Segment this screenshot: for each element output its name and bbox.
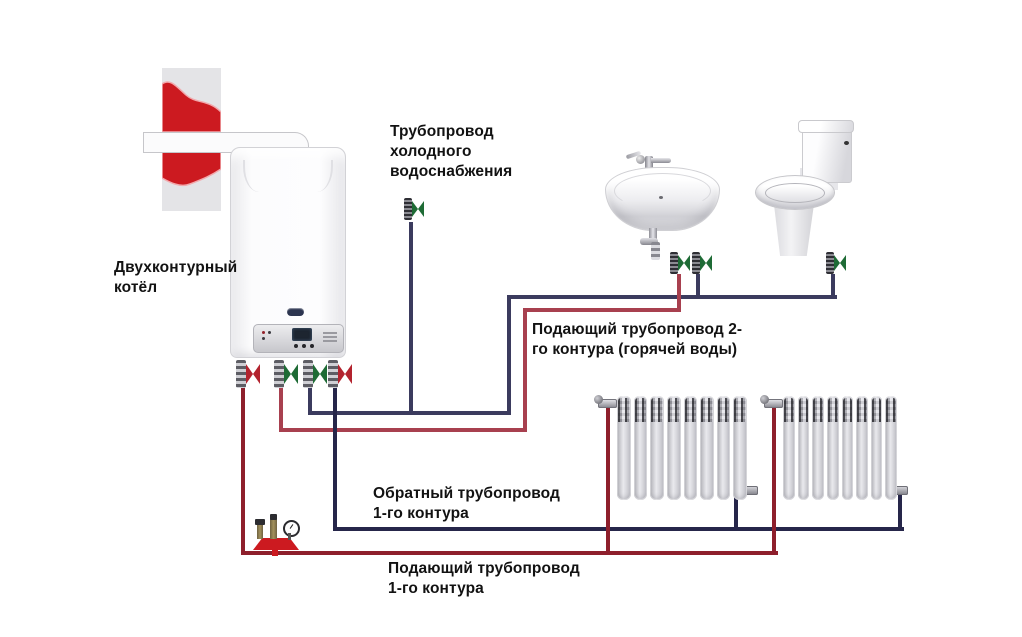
sink-basin <box>605 167 720 231</box>
pressure-gauge-icon <box>283 520 300 537</box>
pipe-return-horizontal <box>333 527 904 531</box>
valve-handle-icon <box>338 364 352 384</box>
radiator-outlet-fitting <box>741 486 758 495</box>
pipe-cold-inlet-vertical <box>409 222 413 413</box>
radiator-inlet-valve <box>760 395 783 408</box>
radiator-section <box>856 396 868 500</box>
toilet-tank-lid <box>798 120 854 133</box>
radiator-section <box>617 396 631 500</box>
pipe-cold-boiler-drop <box>308 384 312 413</box>
faucet-knob <box>636 155 645 164</box>
radiator-section <box>841 396 854 500</box>
valve-body <box>328 360 338 388</box>
valve-body <box>274 360 284 388</box>
boiler-led <box>262 331 265 334</box>
radiator-section <box>633 396 648 500</box>
radiator-section <box>885 396 897 500</box>
boiler-button <box>294 344 298 348</box>
radiator-section <box>650 396 664 500</box>
pipe-supply-radiator2-riser <box>772 404 776 555</box>
sink-trap <box>649 228 657 241</box>
pipe-cold-sink-stub <box>696 274 700 299</box>
air-vent-icon <box>270 514 277 539</box>
toilet-tank <box>802 129 852 183</box>
boiler-knob <box>268 331 271 334</box>
boiler-seam <box>243 160 263 192</box>
boiler-button <box>302 344 306 348</box>
boiler <box>230 147 346 358</box>
label-boiler: Двухконтурный котёл <box>114 259 238 297</box>
pipe-dhw-sink-stub <box>677 274 681 312</box>
pipe-cold-horizontal <box>308 411 511 415</box>
pipe-cold-toilet-stub <box>831 274 835 299</box>
boiler-knob <box>262 337 265 340</box>
valve-body <box>826 252 834 274</box>
pipe-dhw-riser <box>523 310 527 432</box>
valve-handle-icon <box>700 255 712 271</box>
label-dhw-supply-pipe: Подающий трубопровод 2- го контура (горя… <box>532 321 743 359</box>
valve-handle-icon <box>412 201 424 217</box>
radiator-section <box>683 396 698 500</box>
valve-handle-icon <box>678 255 690 271</box>
pipe-return-radiator2-stub <box>898 494 902 531</box>
pipe-dhw-horizontal-high <box>523 308 681 312</box>
sink-drain <box>659 196 663 199</box>
radiator-section <box>783 396 795 500</box>
valve-body <box>303 360 313 388</box>
radiator-1 <box>594 395 758 500</box>
label-heating-supply-pipe: Подающий трубопровод 1-го контура <box>388 560 580 598</box>
sink-trap <box>651 242 660 260</box>
boiler-control-panel <box>253 324 344 353</box>
valve-handle-icon <box>246 364 260 384</box>
boiler-logo <box>287 308 304 316</box>
valve-handle-icon <box>284 364 298 384</box>
radiator-section <box>733 396 747 500</box>
boiler-grill <box>323 332 337 342</box>
label-cold-water-pipe: Трубопровод холодного водоснабжения <box>390 123 513 181</box>
radiator-section <box>797 396 810 500</box>
radiator-inlet-valve <box>594 395 617 408</box>
radiator-section <box>826 396 839 500</box>
valve-body <box>236 360 246 388</box>
radiator-section <box>870 396 883 500</box>
valve-body <box>692 252 700 274</box>
pipe-cold-fixtures-horizontal <box>507 295 837 299</box>
boiler-button <box>310 344 314 348</box>
toilet-flush-button <box>844 141 849 145</box>
radiator-section <box>716 396 731 500</box>
radiator-outlet-fitting <box>891 486 908 495</box>
safety-valve-icon <box>255 519 265 539</box>
radiator-2 <box>760 395 908 500</box>
pressure-gauge-stem <box>288 533 291 540</box>
valve-body <box>404 198 412 220</box>
pipe-dhw-horizontal-low <box>279 428 527 432</box>
boiler-display <box>292 328 312 341</box>
pipe-cold-riser <box>507 297 511 415</box>
pipe-supply-boiler-drop <box>241 384 245 555</box>
label-heating-return-pipe: Обратный трубопровод 1-го контура <box>373 485 560 523</box>
radiator-section <box>812 396 824 500</box>
valve-handle-icon <box>313 364 327 384</box>
pipe-supply-horizontal <box>241 551 778 555</box>
pipe-dhw-boiler-drop <box>279 384 283 432</box>
toilet-base <box>773 202 815 256</box>
faucet-spout <box>651 158 671 163</box>
boiler-safety-group <box>250 512 302 558</box>
pipe-supply-radiator1-riser <box>606 404 610 555</box>
sink <box>600 148 725 260</box>
boiler-seam <box>313 160 333 192</box>
pipe-return-boiler-drop <box>333 384 337 531</box>
radiator-section <box>666 396 681 500</box>
toilet <box>752 120 856 258</box>
wall-red-blob <box>161 81 222 187</box>
toilet-seat <box>755 175 835 210</box>
safety-group-stem <box>272 546 278 556</box>
radiator-section <box>700 396 714 500</box>
sink-trap <box>640 238 658 245</box>
pipe-return-radiator1-stub <box>734 494 738 531</box>
faucet-body <box>645 156 653 169</box>
valve-body <box>670 252 678 274</box>
safety-group-manifold <box>253 538 299 550</box>
valve-handle-icon <box>834 255 846 271</box>
